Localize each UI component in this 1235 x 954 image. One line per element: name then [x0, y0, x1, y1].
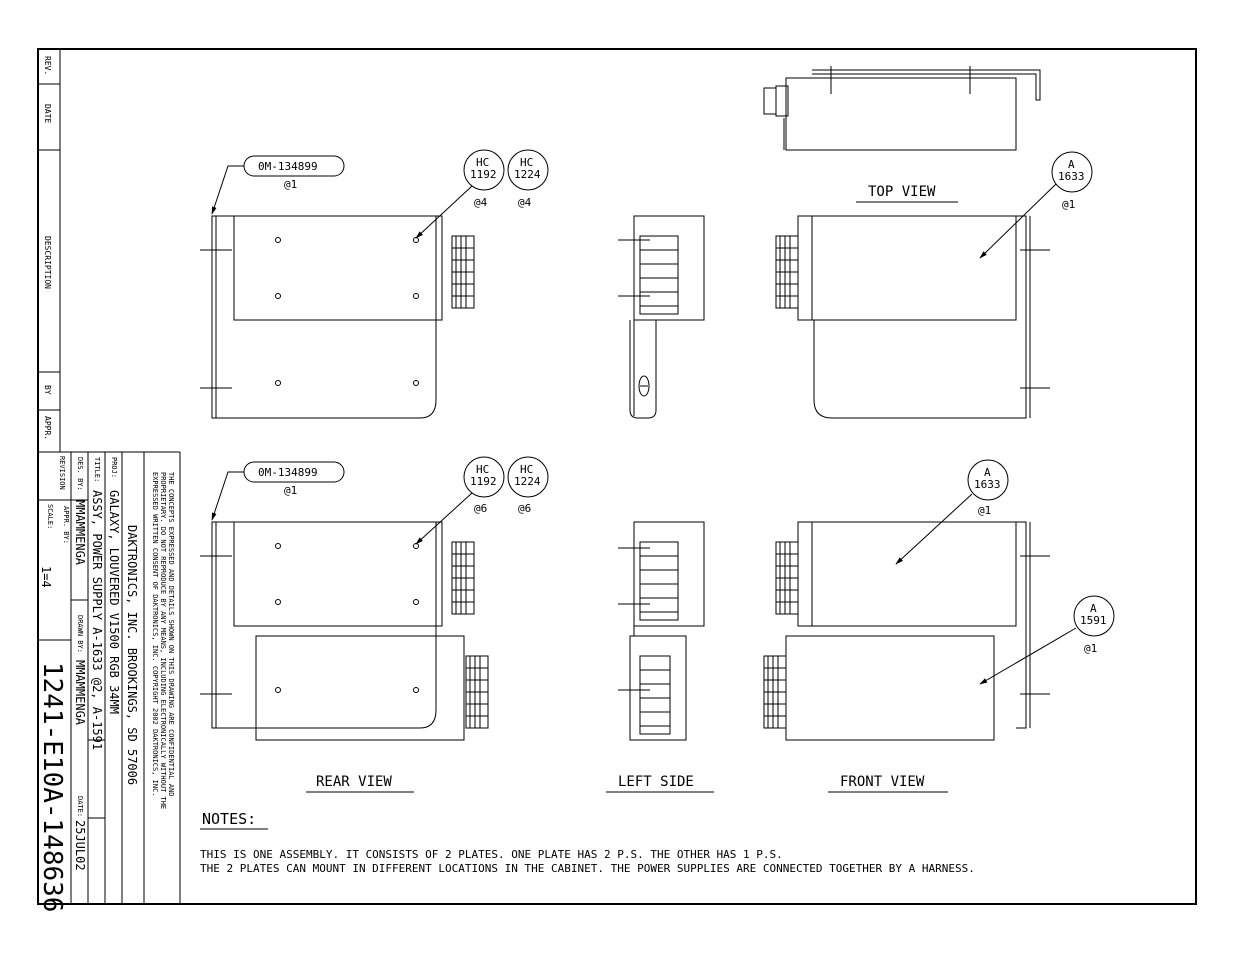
hc1192-bot-qty: @6 [474, 502, 487, 515]
notes-line-1: THIS IS ONE ASSEMBLY. IT CONSISTS OF 2 P… [200, 848, 783, 861]
notes-heading: NOTES: [202, 810, 256, 828]
callout-hc1192-top: HC 1192 @4 [415, 149, 505, 239]
hc1192-top-a: HC [476, 156, 489, 169]
confidential-line-2: PROPRIETARY. DO NOT REPRODUCE BY ANY MEA… [159, 472, 167, 809]
project-name: GALAXY, LOUVERED V1500 RGB 34MM [107, 490, 121, 714]
callout-hc1192-bottom: HC 1192 @6 [415, 456, 505, 545]
scale-label: SCALE: [46, 504, 54, 529]
front-view-label: FRONT VIEW [840, 774, 925, 790]
a1633-top-a: A [1068, 158, 1075, 171]
notes-line-2: THE 2 PLATES CAN MOUNT IN DIFFERENT LOCA… [200, 862, 975, 875]
left-side-label: LEFT SIDE [618, 774, 694, 790]
by-header: BY [43, 385, 52, 395]
front-view-lower [763, 521, 1050, 741]
hc1224-bot-qty: @6 [518, 502, 531, 515]
designer-name: MMAMMENGA [73, 500, 87, 566]
rear-view-upper-plate [200, 215, 475, 419]
front-view-upper [775, 215, 1050, 419]
hc1224-top-qty: @4 [518, 196, 532, 209]
a1633-bot-qty: @1 [978, 504, 991, 517]
title-label: TITLE: [93, 457, 101, 482]
a1591-a: A [1090, 602, 1097, 615]
appr-header: APPR. [43, 416, 52, 440]
callout-om-bottom: 0M-134899 @1 [211, 461, 345, 521]
a1591-qty: @1 [1084, 642, 1097, 655]
callout-a1591: A 1591 @1 [979, 595, 1115, 685]
drafter-name: MMAMMENGA [73, 660, 87, 726]
om-top-label: 0M-134899 [258, 160, 318, 173]
hc1224-top-b: 1224 [514, 168, 541, 181]
a1633-top-qty: @1 [1062, 198, 1075, 211]
description-header: DESCRIPTION [43, 236, 52, 289]
callout-a1633-top: A 1633 @1 [979, 151, 1093, 259]
hc1192-top-b: 1192 [470, 168, 497, 181]
sheet-border [37, 48, 1197, 905]
des-by-label: DES. BY: [76, 457, 84, 491]
callout-hc1224-top: HC 1224 @4 [507, 149, 549, 209]
date-header: DATE [43, 104, 52, 123]
callout-a1633-bottom: A 1633 @1 [895, 459, 1009, 565]
top-view-label: TOP VIEW [868, 184, 936, 200]
om-bottom-qty: @1 [284, 484, 297, 497]
drawing-number: 1241-E10A-148636 [37, 662, 67, 912]
hc1224-bot-a: HC [520, 463, 533, 476]
company-name: DAKTRONICS, INC. BROOKINGS, SD 57006 [125, 525, 139, 785]
rear-view-label: REAR VIEW [316, 774, 392, 790]
revision-label: REVISION [58, 456, 66, 490]
a1633-bot-b: 1633 [974, 478, 1001, 491]
drawing-title: ASSY, POWER SUPPLY A-1633 @2, A-1591 [90, 490, 104, 750]
title-block: THE CONCEPTS EXPRESSED AND DETAILS SHOWN… [37, 452, 181, 912]
revision-block: REV. DATE DESCRIPTION BY APPR. [38, 49, 180, 453]
left-side-lower [618, 521, 705, 741]
scale-value: 1=4 [39, 566, 53, 588]
a1591-b: 1591 [1080, 614, 1107, 627]
a1633-bot-a: A [984, 466, 991, 479]
date-label: DATE: [76, 796, 84, 817]
om-bottom-label: 0M-134899 [258, 466, 318, 479]
hc1192-bot-b: 1192 [470, 475, 497, 488]
callout-hc1224-bottom: HC 1224 @6 [507, 456, 549, 515]
notes-block: NOTES: THIS IS ONE ASSEMBLY. IT CONSISTS… [200, 810, 975, 875]
a1633-top-b: 1633 [1058, 170, 1085, 183]
confidential-line-1: THE CONCEPTS EXPRESSED AND DETAILS SHOWN… [167, 472, 175, 797]
drawn-by-label: DRAWN BY: [76, 615, 84, 653]
left-side-upper [618, 215, 705, 419]
confidential-line-3: EXPRESSED WRITTEN CONSENT OF DAKTRONICS,… [151, 472, 159, 797]
hc1192-bot-a: HC [476, 463, 489, 476]
om-top-qty: @1 [284, 178, 297, 191]
top-view: TOP VIEW [763, 66, 1041, 203]
rear-view-lower-plate [200, 521, 489, 741]
proj-label: PROJ: [110, 457, 118, 478]
hc1224-top-a: HC [520, 156, 533, 169]
appr-by-label: APPR. BY: [62, 506, 70, 544]
hc1192-top-qty: @4 [474, 196, 488, 209]
drawing-date: 25JUL02 [73, 820, 87, 871]
callout-om-top: 0M-134899 @1 [211, 155, 345, 215]
rev-header: REV. [43, 56, 52, 75]
hc1224-bot-b: 1224 [514, 475, 541, 488]
